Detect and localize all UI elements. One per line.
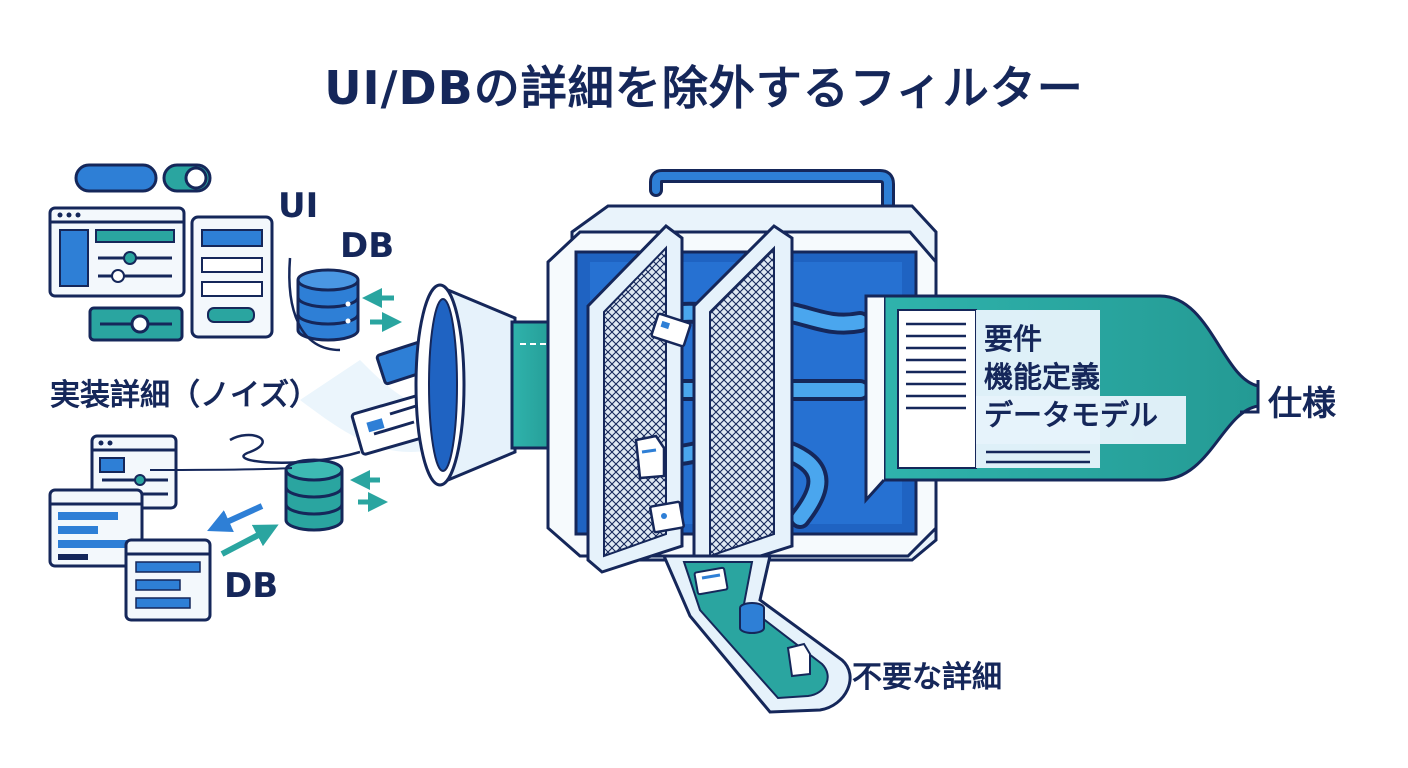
noise-label: 実装詳細（ノイズ）: [50, 378, 320, 413]
ui-toggle-group: [74, 163, 212, 193]
intake-funnel: [414, 283, 560, 487]
diagram-title: UI/DBの詳細を除外するフィルター: [324, 61, 1084, 115]
filter-screen-2: [692, 224, 794, 574]
ui-window-icon: [48, 206, 186, 298]
database-icon-lower: [284, 458, 344, 532]
handle-pipe: [652, 172, 892, 230]
code-window-icon: [48, 488, 144, 568]
noise-line: [149, 467, 293, 471]
ui-form-icon: [190, 215, 274, 339]
db-sync-arrows-bottom: [207, 470, 388, 557]
flying-card-icon: [350, 394, 432, 456]
noise-swirl: [229, 433, 361, 464]
db-sync-arrows-top: [362, 288, 402, 332]
db-label-top: DB: [340, 226, 395, 266]
trapped-document-icons: [634, 312, 692, 534]
ui-label: UI: [278, 186, 319, 226]
spec-item-function-definition: 機能定義: [984, 360, 1101, 394]
connector-line: [288, 257, 341, 352]
ui-slider-icon: [88, 306, 184, 342]
filter-screen-1: [586, 224, 684, 574]
spec-document-card: [897, 309, 1186, 469]
discard-chute: [661, 554, 852, 714]
spec-item-data-model: データモデル: [984, 398, 1159, 432]
spec-label: 仕様: [1268, 384, 1336, 424]
unneeded-details-label: 不要な詳細: [852, 660, 1002, 695]
spec-item-list: 要件 機能定義 データモデル: [984, 320, 1158, 434]
ui-list-window-icon: [124, 538, 212, 622]
db-label-bottom: DB: [224, 566, 279, 606]
spec-item-requirements: 要件: [984, 322, 1043, 356]
database-icon: [296, 268, 360, 342]
